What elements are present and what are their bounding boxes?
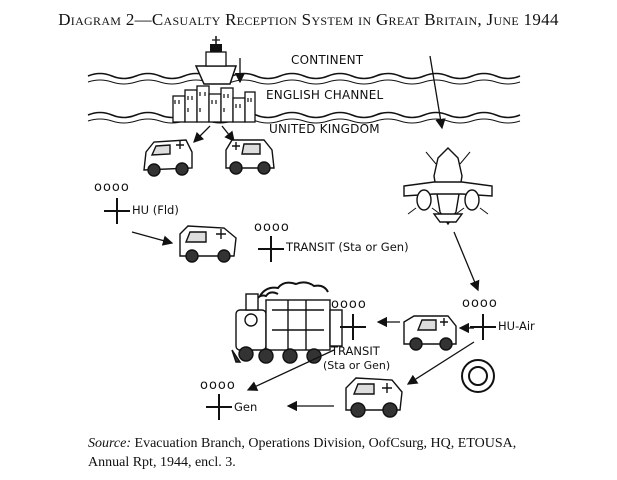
label-hu-air: HU-Air bbox=[498, 319, 535, 333]
train-icon bbox=[231, 281, 343, 364]
ambulance-icon bbox=[179, 225, 237, 263]
hospital-cross-icon bbox=[470, 314, 496, 340]
ambulance-icon bbox=[345, 377, 403, 418]
port-city-icon bbox=[172, 85, 256, 123]
label-english-channel: ENGLISH CHANNEL bbox=[266, 88, 384, 102]
label-continent: CONTINENT bbox=[291, 53, 364, 67]
ambulance-icon bbox=[143, 139, 193, 177]
ambulance-icon bbox=[403, 315, 457, 351]
source-text: Evacuation Branch, Operations Division, … bbox=[88, 436, 517, 470]
label-transit-2: TRANSIT bbox=[331, 344, 380, 358]
label-hu-fld: HU (Fld) bbox=[132, 203, 179, 217]
hospital-cross-icon bbox=[104, 198, 130, 224]
source-note: Source: Evacuation Branch, Operations Di… bbox=[88, 434, 558, 472]
ambulance-icon bbox=[225, 139, 275, 175]
unit-size-symbol: oooo bbox=[94, 180, 130, 195]
unit-size-symbol: oooo bbox=[462, 296, 498, 311]
coastline-channel bbox=[87, 79, 521, 85]
diagram-title: Diagram 2—Casualty Reception System in G… bbox=[58, 10, 559, 29]
label-transit-1: TRANSIT (Sta or Gen) bbox=[286, 240, 409, 254]
unit-size-symbol: oooo bbox=[200, 378, 236, 393]
label-united-kingdom: UNITED KINGDOM bbox=[269, 122, 380, 136]
label-transit-2-type: (Sta or Gen) bbox=[323, 359, 391, 372]
hospital-cross-icon bbox=[206, 394, 232, 420]
source-label: Source: bbox=[88, 436, 132, 451]
coastline-uk bbox=[87, 111, 521, 119]
airfield-icon bbox=[461, 359, 495, 393]
hospital-cross-icon bbox=[258, 236, 284, 262]
coastline-continent bbox=[87, 72, 521, 80]
coastline-uk-2 bbox=[87, 118, 521, 124]
label-gen: Gen bbox=[234, 400, 258, 414]
unit-size-symbol: oooo bbox=[254, 220, 290, 235]
unit-size-symbol: oooo bbox=[331, 297, 367, 312]
ship-icon bbox=[194, 36, 238, 85]
hospital-cross-icon bbox=[340, 314, 366, 340]
aircraft-icon bbox=[403, 147, 493, 226]
